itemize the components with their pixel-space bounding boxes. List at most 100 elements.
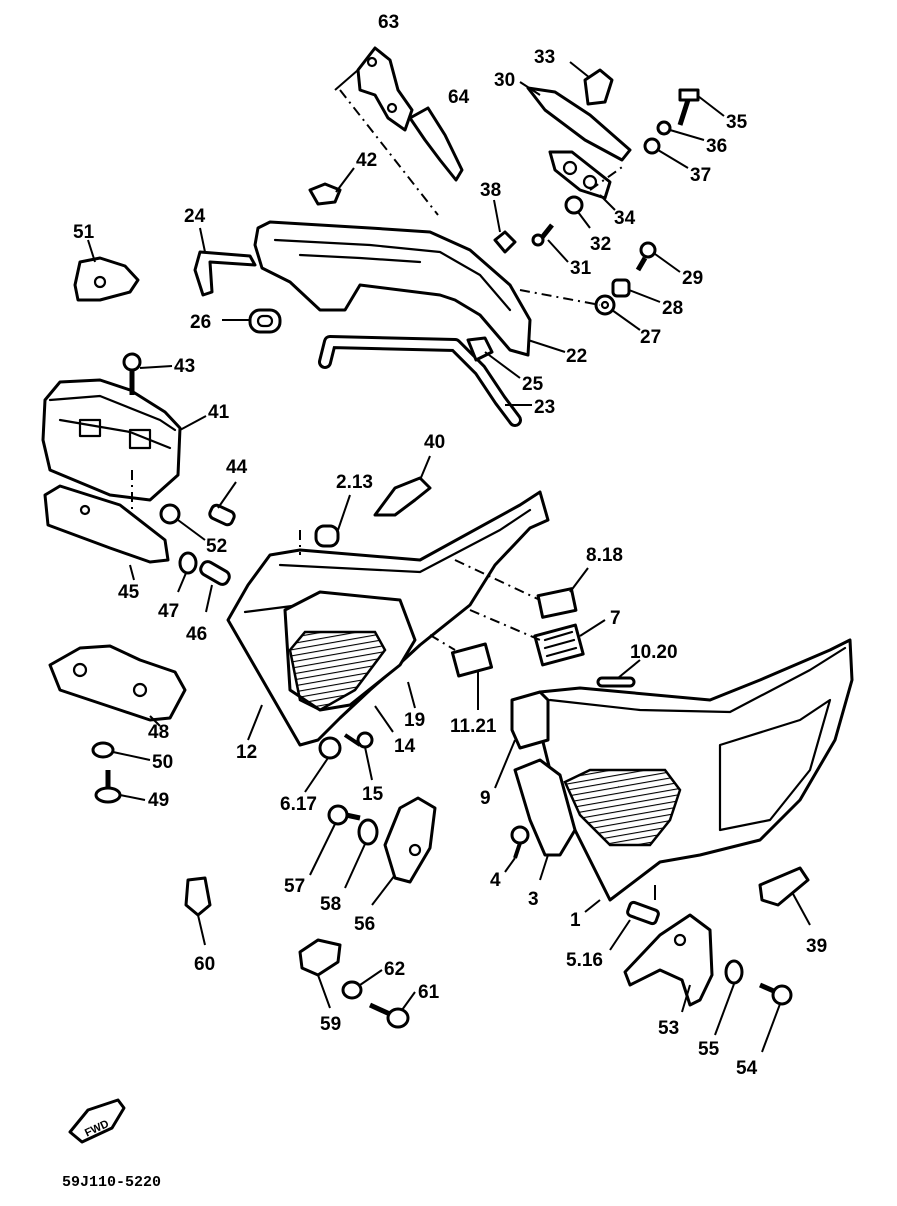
part-4-screw: [510, 825, 530, 859]
callout-46: 46: [186, 624, 207, 645]
callout-55: 55: [698, 1039, 720, 1060]
callout-34: 34: [614, 208, 636, 229]
callout-37: 37: [690, 165, 711, 186]
part-22-tail-cowl: [253, 220, 532, 357]
callout-38: 38: [480, 180, 501, 201]
part-10-20-strip: [596, 676, 636, 688]
callout-49: 49: [148, 790, 169, 811]
callout-48: 48: [148, 722, 169, 743]
callout-2-13: 2.13: [336, 472, 373, 493]
part-43-bolt: [122, 352, 142, 395]
callout-61: 61: [418, 982, 440, 1003]
part-35-bolt: [677, 88, 700, 126]
callout-31: 31: [570, 258, 592, 279]
callout-10-20: 10.20: [630, 642, 678, 663]
callout-7: 7: [610, 608, 621, 629]
part-57-bolt: [327, 804, 361, 826]
part-25-clip: [466, 336, 494, 362]
callout-35: 35: [726, 112, 748, 133]
part-56-bracket: [383, 796, 437, 884]
diagram-code: 59J110-5220: [62, 1174, 161, 1191]
callout-52: 52: [206, 536, 227, 557]
part-36-washer: [656, 120, 672, 136]
callout-23: 23: [534, 397, 555, 418]
callout-42: 42: [356, 150, 377, 171]
part-55-washer: [724, 959, 744, 985]
callout-24: 24: [184, 206, 206, 227]
part-45-plate: [43, 484, 170, 564]
callout-3: 3: [528, 889, 539, 910]
part-15-screw: [343, 731, 374, 749]
part-46-bolt: [199, 560, 231, 586]
callout-39: 39: [806, 936, 827, 957]
callout-32: 32: [590, 234, 611, 255]
callout-45: 45: [118, 582, 140, 603]
part-24-bracket: [193, 250, 257, 297]
callout-11-21: 11.21: [450, 716, 497, 737]
callout-63: 63: [378, 12, 399, 33]
part-14-vent-grille: [288, 630, 387, 712]
callout-19: 19: [404, 710, 425, 731]
part-63-bracket: [356, 46, 414, 132]
callout-29: 29: [682, 268, 703, 289]
part-64-grab-rail: [408, 106, 464, 182]
part-40-emblem: [373, 476, 432, 517]
part-26-grommet: [248, 308, 282, 334]
part-37-washer: [643, 137, 661, 155]
part-2-13-grommet: [314, 524, 340, 548]
callout-6-17: 6.17: [280, 794, 317, 815]
callout-59: 59: [320, 1014, 341, 1035]
callout-60: 60: [194, 954, 215, 975]
part-60-clip: [184, 876, 212, 917]
callout-14: 14: [394, 736, 416, 757]
part-7-label: [533, 623, 585, 667]
part-23-grab-bar: [318, 335, 522, 427]
part-33-grommet: [583, 68, 614, 106]
part-42-clip: [308, 182, 342, 206]
callout-40: 40: [424, 432, 445, 453]
callout-41: 41: [208, 402, 230, 423]
part-27-grommet: [594, 294, 616, 316]
part-44-bolt: [208, 503, 236, 527]
callout-54: 54: [736, 1058, 758, 1079]
part-30-trim-strip: [526, 86, 632, 162]
part-61-bolt: [368, 1002, 410, 1029]
callout-43: 43: [174, 356, 195, 377]
part-38-clip: [493, 230, 517, 254]
callout-26: 26: [190, 312, 211, 333]
callout-62: 62: [384, 959, 405, 980]
part-39-bracket: [758, 866, 810, 907]
part-41-battery-box: [41, 378, 182, 502]
callout-1: 1: [570, 910, 581, 931]
callout-53: 53: [658, 1018, 679, 1039]
part-1-vent-grille: [563, 768, 682, 847]
part-32-washer: [564, 195, 584, 215]
callout-64: 64: [448, 87, 470, 108]
part-47-grommet: [178, 551, 198, 575]
callout-15: 15: [362, 784, 384, 805]
callout-47: 47: [158, 601, 179, 622]
callout-5-16: 5.16: [566, 950, 603, 971]
part-62-nut: [341, 980, 363, 1000]
part-31-screw: [531, 223, 554, 247]
callout-8-18: 8.18: [586, 545, 623, 566]
part-29-bolt: [635, 241, 657, 272]
part-8-18-label: [536, 587, 578, 619]
callout-25: 25: [522, 374, 544, 395]
part-58-grommet: [357, 818, 379, 846]
callout-labels: 63 64 33 30 35 36 37 42 38 34 32 31 29 2…: [73, 12, 827, 1079]
part-54-bolt: [758, 982, 793, 1006]
part-28-collar: [611, 278, 631, 298]
part-52-grommet: [159, 503, 181, 525]
callout-27: 27: [640, 327, 661, 348]
part-1-right-side-cover: [538, 638, 854, 902]
callout-56: 56: [354, 914, 375, 935]
fwd-arrow-icon: FWD: [68, 1098, 126, 1144]
part-48-bracket: [48, 644, 187, 722]
callout-33: 33: [534, 47, 555, 68]
callout-58: 58: [320, 894, 341, 915]
callout-28: 28: [662, 298, 683, 319]
part-59-bracket: [298, 938, 342, 977]
part-49-bolt: [94, 770, 122, 804]
callout-4: 4: [490, 870, 501, 891]
